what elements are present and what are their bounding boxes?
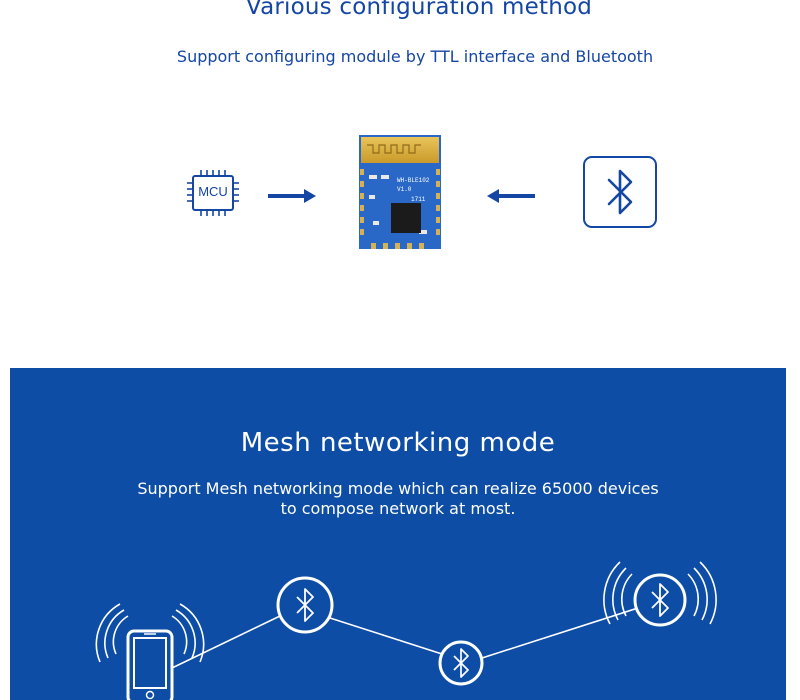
bluetooth-node-icon (633, 573, 687, 627)
config-title: Various configuration method (245, 0, 593, 20)
mcu-label: MCU (198, 184, 228, 199)
arrow-right-icon (268, 189, 316, 203)
mesh-links (171, 607, 639, 669)
configuration-section: Various configuration method Support con… (176, 0, 657, 249)
module-marking-date: 1711 (411, 196, 426, 203)
bluetooth-node-icon (438, 640, 484, 686)
mesh-network-diagram (95, 561, 717, 700)
mesh-title: Mesh networking mode (240, 428, 556, 458)
module-marking-version: V1.0 (397, 186, 412, 193)
arrow-left-icon (487, 189, 535, 203)
bluetooth-node-icon (276, 576, 334, 634)
signal-waves-icon (603, 561, 717, 625)
smartphone-icon (126, 629, 174, 700)
bluetooth-icon (583, 156, 657, 228)
signal-waves-icon (95, 603, 205, 663)
module-marking-model: WH-BLE102 (397, 177, 430, 184)
ble-module-image: WH-BLE102 V1.0 1711 (359, 135, 441, 249)
config-subtitle: Support configuring module by TTL interf… (176, 47, 654, 66)
mesh-description-line-2: to compose network at most. (280, 499, 516, 518)
mcu-chip-icon: MCU (187, 170, 239, 216)
mesh-section: Mesh networking mode Support Mesh networ… (10, 368, 786, 700)
mesh-description-line-1: Support Mesh networking mode which can r… (137, 479, 659, 498)
mesh-description: Support Mesh networking mode which can r… (10, 479, 786, 519)
